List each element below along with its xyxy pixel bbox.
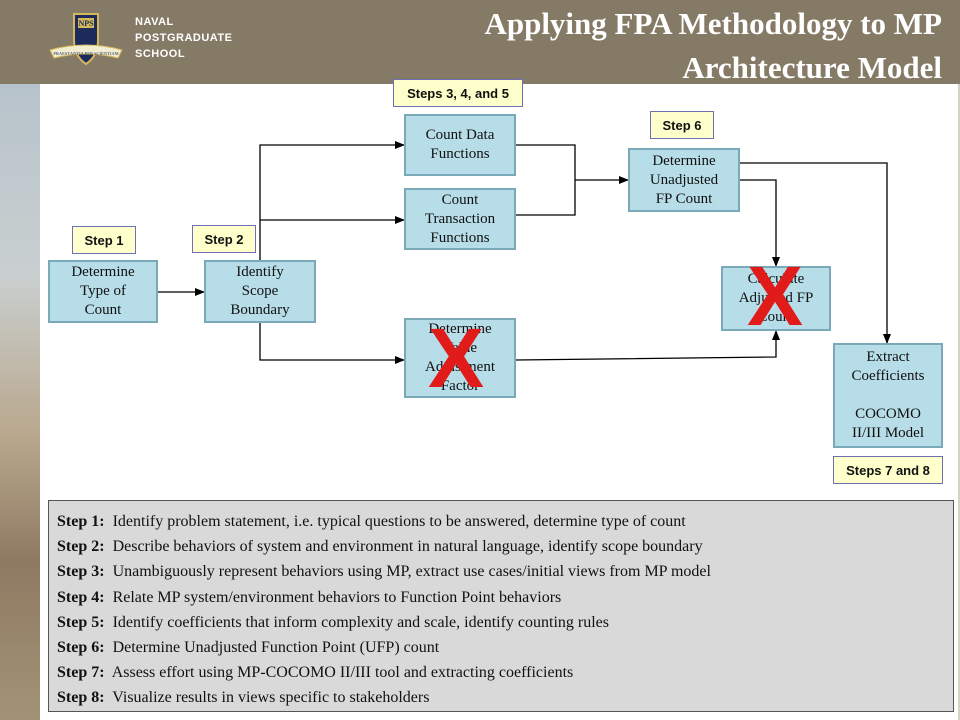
box-line: Functions	[430, 146, 490, 162]
step-row-label: Step 3:	[57, 563, 105, 581]
step-row-text: Determine Unadjusted Function Point (UFP…	[112, 639, 440, 657]
box-line: II/III Model	[851, 425, 925, 441]
step-row-3: Step 3: Unambiguously represent behavior…	[57, 559, 953, 584]
arrow-unadjusted-to-adjusted	[740, 179, 780, 267]
box-identify-scope-boundary: Identify Scope Boundary	[204, 260, 316, 323]
step-row-text: Identify problem statement, i.e. typical…	[112, 513, 686, 530]
step-row-text: Visualize results in views specific to s…	[112, 689, 430, 707]
box-line: Count Data	[425, 127, 495, 143]
box-line: Transaction	[424, 210, 496, 227]
header-bar	[0, 0, 960, 84]
step-row-6: Step 6: Determine Unadjusted Function Po…	[57, 635, 953, 660]
slide-title-line2: Architecture Model	[682, 50, 942, 85]
slide-title-line1: Applying FPA Methodology to MP	[484, 6, 942, 41]
box-line: Calculate	[747, 271, 805, 287]
school-name-line1: NAVAL	[135, 16, 174, 28]
box-line: Count	[441, 191, 479, 208]
box-determine-unadjusted-fp-count: Determine Unadjusted FP Count	[628, 148, 740, 212]
box-determine-value-adjustment-factor: Determine Value Adjustment Factor	[404, 318, 516, 398]
step-row-2: Step 2: Describe behaviors of system and…	[57, 534, 953, 559]
box-line: Scope	[241, 283, 279, 299]
step-row-label: Step 7:	[57, 664, 105, 682]
step-label-1: Step 1	[72, 226, 136, 254]
step-row-label: Step 5:	[57, 613, 105, 631]
box-line: Coefficients	[851, 368, 925, 384]
logo-motto: PRAESTANTIA PER SCIENTIAM	[53, 51, 118, 56]
step-label-2: Step 2	[192, 225, 256, 253]
step-row-label: Step 1:	[57, 513, 105, 530]
box-line: Unadjusted	[649, 171, 719, 188]
step-row-1: Step 1: Identify problem statement, i.e.…	[57, 509, 953, 534]
box-line: Adjusted FP	[738, 290, 814, 306]
x-mark-value-adjustment: X	[428, 311, 485, 405]
step-row-5: Step 5: Identify coefficients that infor…	[57, 610, 953, 635]
box-line: Determine	[71, 264, 135, 280]
right-edge-strip	[958, 84, 960, 720]
box-count-transaction-functions: Count Transaction Functions	[404, 188, 516, 250]
step-row-label: Step 2:	[57, 538, 105, 556]
box-line: Factor	[440, 378, 480, 394]
box-line: Count	[84, 302, 122, 318]
box-line: Identify	[236, 264, 284, 280]
step-row-text: Unambiguously represent behaviors using …	[112, 563, 711, 581]
x-mark-adjusted-fp: X	[747, 249, 804, 343]
step-row-4: Step 4: Relate MP system/environment beh…	[57, 585, 953, 610]
box-determine-type-of-count: Determine Type of Count	[48, 260, 158, 323]
box-calculate-adjusted-fp-count: Calculate Adjusted FP Count	[721, 266, 831, 331]
box-line: Count	[757, 309, 795, 325]
step-row-text: Identify coefficients that inform comple…	[112, 613, 610, 631]
box-line: FP Count	[655, 190, 713, 207]
connector-scope-branch	[259, 141, 405, 261]
side-photo-strip	[0, 84, 40, 720]
step-row-8: Step 8: Visualize results in views speci…	[57, 685, 953, 710]
step-label-345: Steps 3, 4, and 5	[393, 79, 523, 107]
connector-data-merge	[516, 144, 576, 216]
box-line: Type of	[79, 283, 127, 299]
school-name-line2: POSTGRADUATE	[135, 32, 233, 44]
box-line: COCOMO	[855, 406, 921, 422]
box-line: Extract	[866, 349, 910, 365]
step-row-text: Assess effort using MP-COCOMO II/III too…	[111, 664, 574, 682]
step-row-text: Describe behaviors of system and environ…	[112, 538, 703, 556]
arrow-unadjusted-to-extract	[740, 162, 891, 344]
box-line: Adjustment	[425, 359, 495, 375]
step-row-text: Relate MP system/environment behaviors t…	[112, 588, 562, 606]
step-label-6: Step 6	[650, 111, 714, 139]
steps-description-panel: Step 1: Identify problem statement, i.e.…	[48, 500, 954, 712]
box-line: Value	[442, 340, 478, 356]
school-name-line3: SCHOOL	[135, 48, 186, 60]
box-line-spacer	[851, 386, 924, 405]
box-line: Determine	[652, 152, 716, 169]
arrow-vaf-to-adjusted	[515, 330, 780, 361]
arrow-scope-to-vaf	[259, 322, 405, 364]
box-line: Functions	[430, 229, 490, 246]
step-row-label: Step 6:	[57, 639, 105, 657]
nps-shield-logo: NPS PRAESTANTIA PER SCIENTIAM	[49, 13, 123, 66]
logo-text: NPS	[78, 19, 94, 28]
step-row-7: Step 7: Assess effort using MP-COCOMO II…	[57, 660, 953, 685]
step-row-label: Step 4:	[57, 588, 105, 606]
step-label-78: Steps 7 and 8	[833, 456, 943, 484]
box-count-data-functions: Count Data Functions	[404, 114, 516, 176]
box-line: Boundary	[230, 302, 290, 318]
step-row-label: Step 8:	[57, 689, 105, 707]
box-line: Determine	[428, 321, 492, 337]
box-extract-coefficients: Extract Coefficients COCOMO II/III Model	[833, 343, 943, 448]
